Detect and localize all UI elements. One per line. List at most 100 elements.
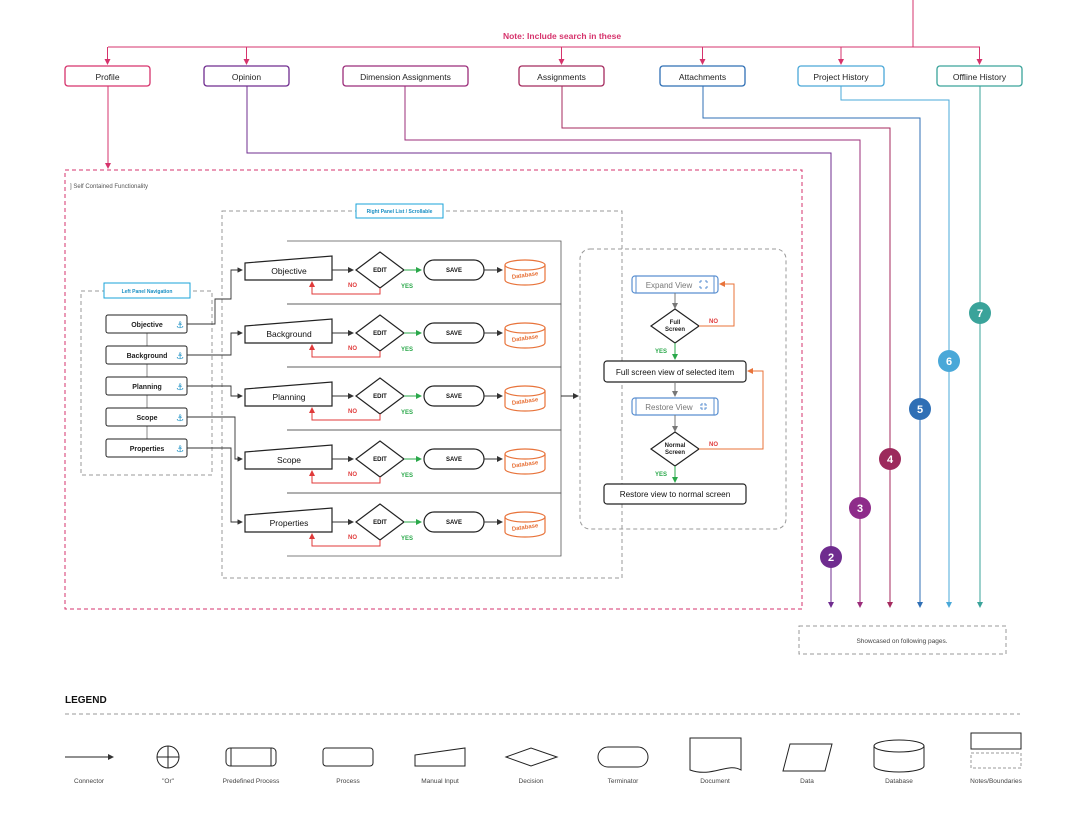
save-label: SAVE xyxy=(446,394,462,400)
badge-number: 5 xyxy=(917,404,923,416)
database-label: Database xyxy=(512,334,540,344)
left-panel-label-box xyxy=(103,282,191,299)
database-icon: Database xyxy=(504,259,546,286)
full-view-label: Full screen view of selected item xyxy=(616,368,734,377)
badge-circle xyxy=(909,398,931,420)
tab-label: Profile xyxy=(95,72,119,82)
database-body xyxy=(504,517,546,538)
tab-connector xyxy=(404,86,863,608)
save-label: SAVE xyxy=(446,268,462,274)
note-bus-line xyxy=(108,0,980,48)
database-top xyxy=(504,322,546,334)
badge-5: 5 xyxy=(909,398,931,420)
legend-label-0: Connector xyxy=(74,778,105,785)
yes-label: YES xyxy=(401,536,413,542)
left-nav-item-background[interactable]: Background ⚓ xyxy=(105,345,188,365)
database-icon: Database xyxy=(504,322,546,349)
left-nav-label: Objective xyxy=(131,322,163,329)
no-label: NO xyxy=(348,283,357,289)
database-label: Database xyxy=(512,397,540,407)
note-text: Note: Include search in these xyxy=(503,31,621,41)
yes-label: YES xyxy=(401,410,413,416)
legend-label-6: Terminator xyxy=(608,778,640,785)
anchor-icon: ⚓ xyxy=(176,444,184,454)
showcase-box xyxy=(798,625,1007,655)
manual-input-label: Scope xyxy=(277,455,301,465)
no-arrow xyxy=(309,344,381,358)
left-nav-label: Background xyxy=(127,353,168,360)
tab-opinion[interactable]: Opinion xyxy=(203,65,290,87)
tab-dimension-assignments[interactable]: Dimension Assignments xyxy=(342,65,469,87)
badge-2: 2 xyxy=(820,546,842,568)
collapse-icon xyxy=(700,403,707,410)
database-icon: Database xyxy=(504,511,546,538)
no-label: NO xyxy=(348,535,357,541)
badge-circle xyxy=(849,497,871,519)
edit-label: EDIT xyxy=(373,394,387,400)
database-label: Database xyxy=(512,523,540,533)
database-icon: Database xyxy=(504,448,546,475)
restore-view-label: Restore View xyxy=(645,403,693,412)
database-top xyxy=(504,511,546,523)
tab-project-history[interactable]: Project History xyxy=(797,65,885,87)
expand-icon xyxy=(699,280,708,289)
legend-or-symbol xyxy=(156,745,180,769)
tab-assignments[interactable]: Assignments xyxy=(518,65,605,87)
left-nav-item-planning[interactable]: Planning⚓ xyxy=(105,376,188,396)
anchor-icon: ⚓ xyxy=(176,351,184,361)
legend-label-5: Decision xyxy=(519,778,544,785)
tab-connector xyxy=(246,86,834,608)
fullscreen-panel xyxy=(579,248,787,530)
tab-label: Offline History xyxy=(953,72,1007,82)
tab-label: Attachments xyxy=(679,72,726,82)
no-label: NO xyxy=(348,472,357,478)
manual-input-box[interactable] xyxy=(244,255,333,281)
tab-attachments[interactable]: Attachments xyxy=(659,65,746,87)
manual-input-box[interactable] xyxy=(244,318,333,344)
row-frame xyxy=(287,492,562,557)
tab-connector xyxy=(561,86,893,608)
legend-label-2: Predefined Process xyxy=(223,778,280,785)
manual-input-box[interactable] xyxy=(244,507,333,533)
left-to-row-connector xyxy=(187,330,243,356)
database-icon: Database xyxy=(504,385,546,412)
left-nav-item-scope[interactable]: Scope⚓ xyxy=(105,407,188,427)
no-arrow xyxy=(309,281,381,295)
left-nav-item-properties[interactable]: Properties⚓ xyxy=(105,438,188,458)
tab-offline-history[interactable]: Offline History xyxy=(936,65,1023,87)
edit-label: EDIT xyxy=(373,457,387,463)
left-panel-items: Objective⚓Background⚓Planning⚓Scope⚓Prop… xyxy=(105,314,188,458)
legend-label-7: Document xyxy=(700,778,730,785)
badge-number: 2 xyxy=(828,552,834,564)
badge-circle xyxy=(820,546,842,568)
manual-input-label: Planning xyxy=(272,392,305,402)
full-screen-yes: YES xyxy=(655,349,667,355)
left-nav-label: Scope xyxy=(136,415,157,422)
manual-input-box[interactable] xyxy=(244,381,333,407)
legend-label-4: Manual Input xyxy=(421,778,459,785)
tab-label: Dimension Assignments xyxy=(360,72,451,82)
restore-normal-process xyxy=(603,483,747,505)
tab-connector xyxy=(840,86,952,608)
tab-profile[interactable]: Profile xyxy=(64,65,151,87)
no-label: NO xyxy=(348,409,357,415)
left-nav-item-objective[interactable]: Objective⚓ xyxy=(105,314,188,334)
no-arrow xyxy=(309,470,381,484)
full-screen-q1: Full xyxy=(670,320,681,326)
manual-input-box[interactable] xyxy=(244,444,333,470)
restore-view-button[interactable]: Restore View xyxy=(631,397,719,416)
legend-database-symbol xyxy=(873,739,925,773)
badge-4: 4 xyxy=(879,448,901,470)
expand-view-label: Expand View xyxy=(646,281,693,290)
legend-predefined-process-symbol xyxy=(225,747,277,767)
left-to-row-connector xyxy=(187,416,243,462)
expand-view-button[interactable]: Expand View xyxy=(631,275,719,294)
legend-label-1: "Or" xyxy=(162,778,175,785)
right-panel-label-box xyxy=(355,203,444,219)
